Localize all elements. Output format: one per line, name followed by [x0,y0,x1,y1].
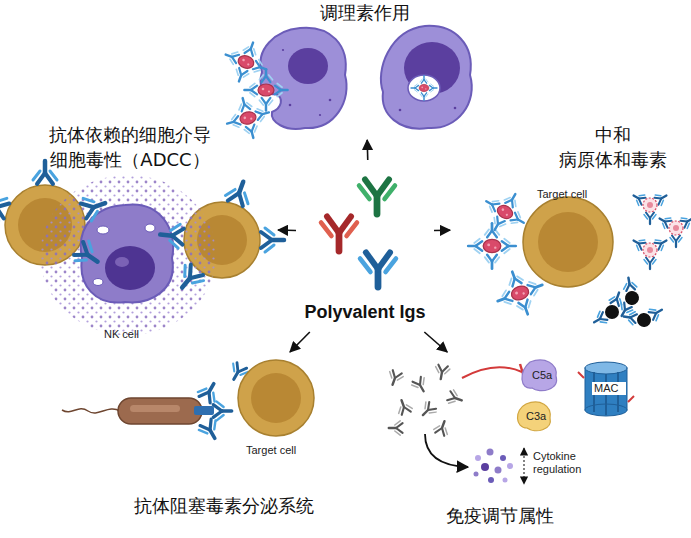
connector-layer [278,140,450,352]
granule-dot [454,107,457,110]
cytokine-dot [495,467,502,474]
panel-title: 中和 病原体和毒素 [553,122,673,172]
antibody-hub: Polyvalent Igs [296,160,434,332]
figure-label: Target cell [537,188,607,201]
function-arrow [290,332,310,352]
panel-title: 抗体依赖的细胞介导 细胞毒性（ADCC） [30,122,230,172]
figure-label: C3a [526,410,556,423]
antibody-blue [72,239,105,272]
antibody-blue [261,228,284,252]
neutralized-bacterium [476,183,534,240]
engulfed-pathogen [411,76,437,101]
antibody-blue [197,418,223,444]
granule-cloud [40,175,216,335]
vacuole [93,279,103,286]
cytokine-dot [488,477,494,483]
target-cell [523,197,613,287]
curved-arrow [425,434,468,467]
antibody-blue [159,223,184,249]
antibody-grey [389,421,403,435]
cell-nucleus [538,212,598,272]
macrophage-cell [381,26,472,129]
neutralized-toxin [603,273,652,323]
phagosome [408,75,440,101]
macrophage-cell [261,28,347,129]
granule-dot [319,114,321,116]
function-arrow [424,332,447,352]
cell-nucleus [251,373,301,423]
inhibition-line [462,367,522,378]
antibody-blue [360,253,396,288]
secretion-needle [194,406,214,415]
antibody-blue [79,192,109,222]
antibody-grey [434,364,451,380]
antibody-blue [0,192,11,222]
figure-label: C5a [532,369,562,382]
neutralized-toxin [591,290,625,328]
vacuole [97,226,109,234]
bacterium-detail [130,405,180,412]
function-arrow [366,140,368,160]
target-cell [238,360,314,436]
cytokine-dot [475,455,481,461]
hub-label: Polyvalent Igs [286,300,444,325]
cytokine-dot [481,463,489,471]
cell-nucleus [105,246,155,290]
granule-dot [329,99,332,102]
antibody-grey [395,398,413,416]
nucleus-highlight [115,257,129,267]
flagellum [62,409,120,413]
panel-title: 调理素作用 [255,0,475,25]
panel-title: 免疫调节属性 [380,503,620,528]
figure-label: NK cell [104,328,164,341]
antibody-grey [433,419,451,437]
cytokine-dot [507,463,513,469]
cytokine-dot [487,449,494,456]
cell-nucleus [288,48,328,84]
antibody-grey [386,369,404,387]
neutralized-virus [631,235,670,269]
panel-title: 抗体阻塞毒素分泌系统 [74,493,374,518]
function-panel: 抗体依赖的细胞介导 细胞毒性（ADCC） [0,118,278,318]
antibody-blue [196,379,222,405]
figure-label: Target cell [246,444,316,457]
antibody-blue [213,401,231,420]
antibody-red [321,217,357,252]
bacterium [118,398,202,424]
antibody-green [359,180,395,215]
cytokine-dot [474,472,479,477]
function-panel: 抗体阻塞毒素分泌系统 [74,352,374,532]
antibody-grey [410,376,429,395]
antibody-blue [224,178,254,208]
neutralized-virus [631,190,670,224]
antibody-grey [418,400,438,420]
figure-label: MAC [592,382,626,395]
function-arrow [278,229,296,231]
granule-dot [282,49,284,51]
granule-dot [399,109,402,112]
antibody-grey [446,389,464,407]
neutralized-bacterium [490,264,550,323]
function-panel: 免疫调节属性 [380,352,620,532]
inhibition-mark [628,396,634,402]
cytokine-dot [500,455,506,461]
mac-complex [585,362,627,374]
opsonized-pathogen [222,93,274,144]
nk-cell [81,204,173,302]
vacuole [145,224,155,232]
figure-label: Cytokine regulation [533,450,595,476]
cytokine-dot [503,478,508,483]
opsonized-pathogen [244,69,287,110]
inhibition-mark [578,372,584,378]
neutralized-bacterium [468,223,516,268]
antibody-blue [173,262,206,295]
granule-dot [289,104,292,107]
function-arrow [434,229,450,231]
opsonized-pathogen [219,35,274,88]
dotted-arrow [523,448,524,484]
function-panel: 中和 病原体和毒素 [450,118,691,338]
function-panel: 调理素作用 [255,0,475,140]
